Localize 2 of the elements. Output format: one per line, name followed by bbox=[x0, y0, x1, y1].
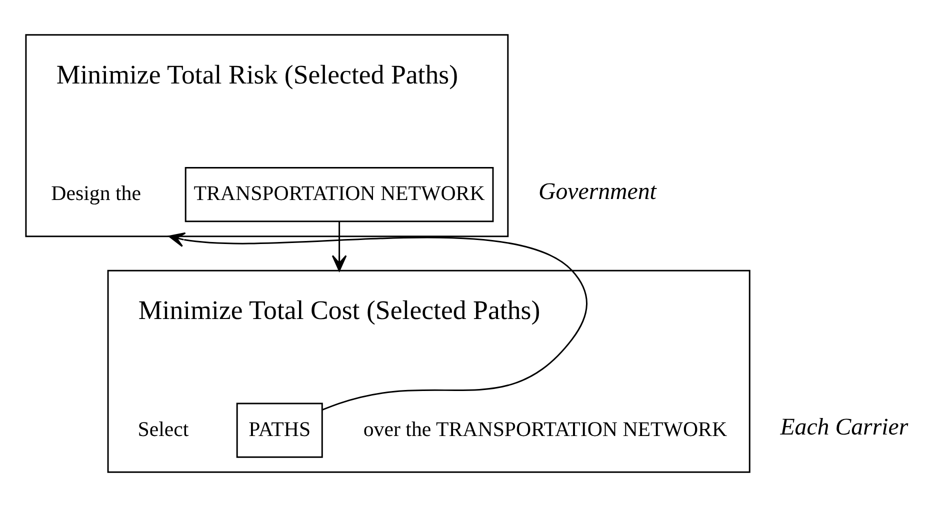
node-label: Each Carrier bbox=[780, 414, 908, 440]
node-label: Government bbox=[538, 178, 656, 204]
